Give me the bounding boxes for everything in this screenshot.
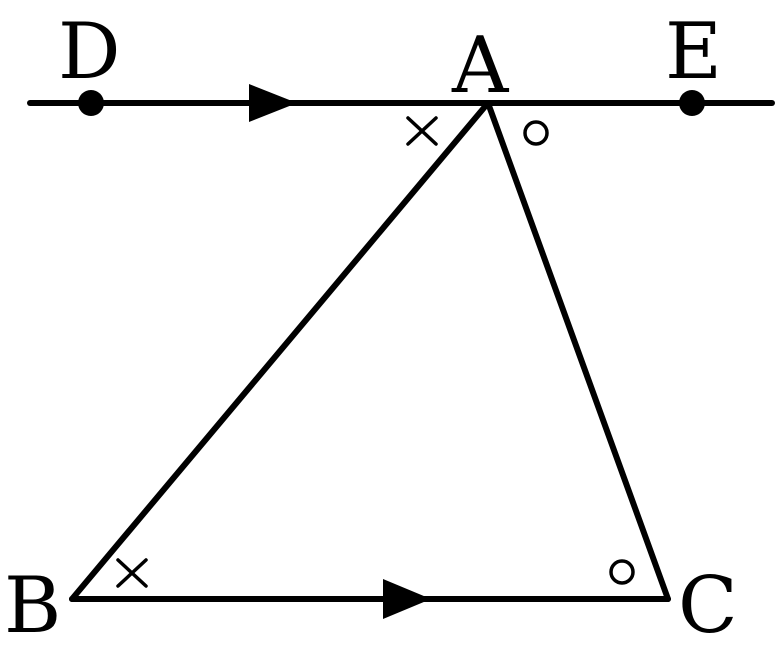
angle-mark-acb-circle xyxy=(609,559,635,585)
parallel-arrow-bc xyxy=(383,579,431,619)
point-label-e: E xyxy=(665,7,722,97)
point-d-dot xyxy=(78,90,104,116)
point-label-d: D xyxy=(58,7,121,97)
segment-ac xyxy=(485,100,671,602)
point-label-b: B xyxy=(4,561,61,651)
angle-mark-abc-cross xyxy=(116,558,148,588)
point-label-a: A xyxy=(451,21,510,111)
parallel-arrow-de xyxy=(249,84,297,122)
point-e-dot xyxy=(679,90,705,116)
angle-mark-dab-cross xyxy=(406,116,438,146)
angle-mark-eac-circle xyxy=(523,120,549,146)
point-label-c: C xyxy=(678,561,738,651)
segment-ab xyxy=(69,100,491,602)
